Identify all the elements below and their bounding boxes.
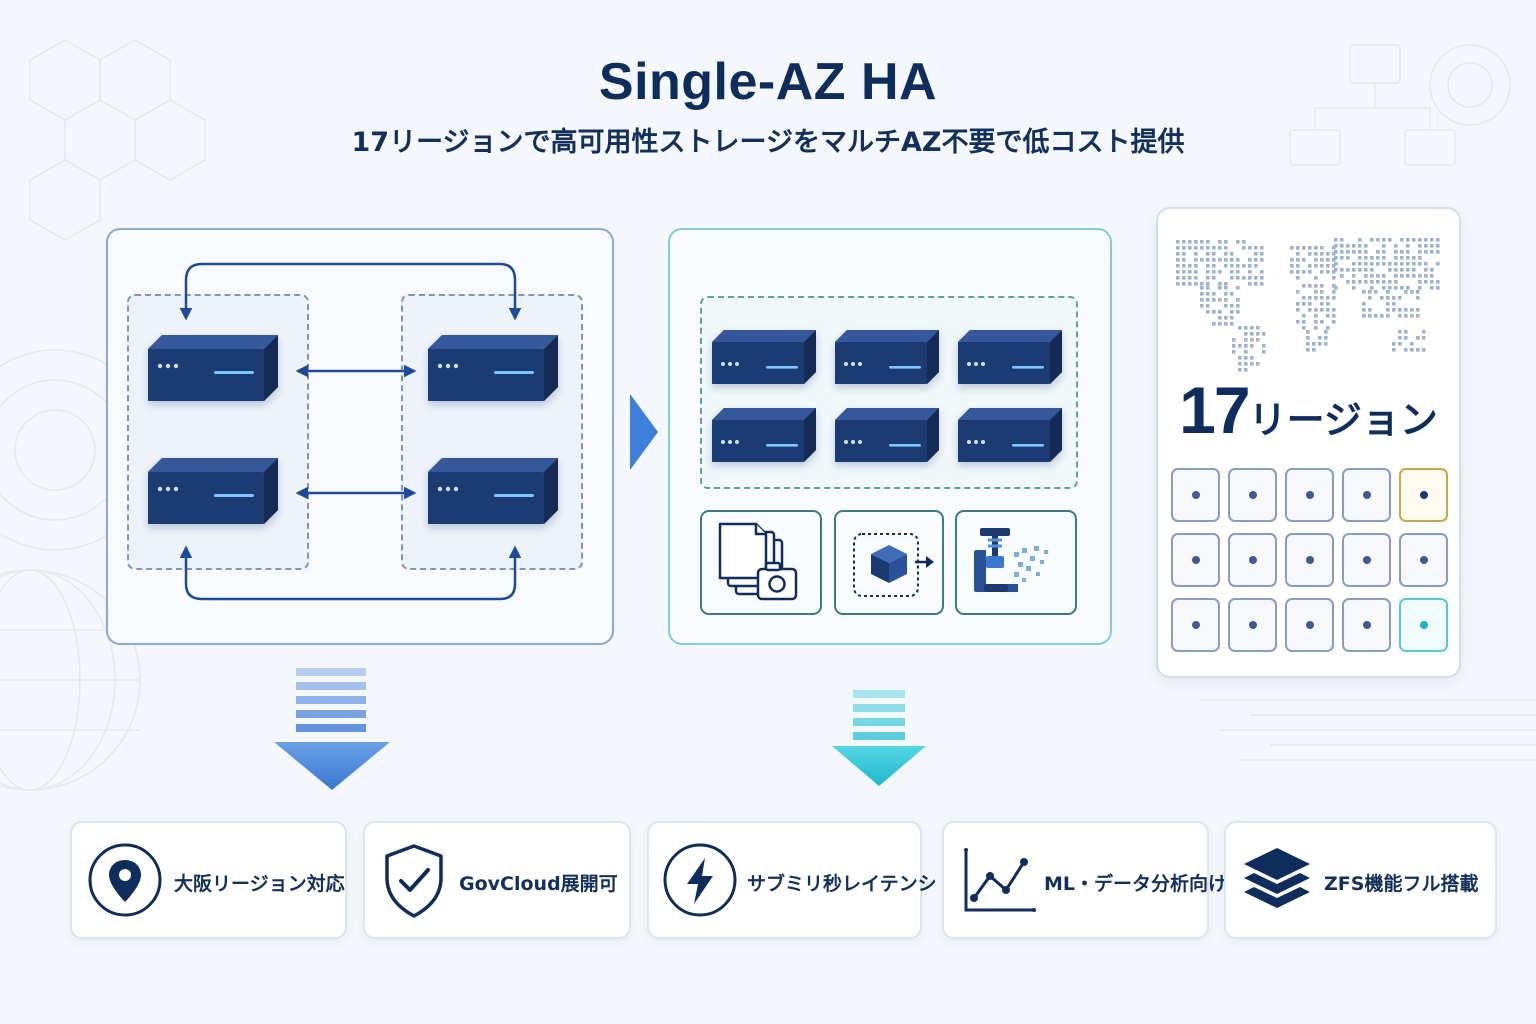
region-dot (1362, 621, 1371, 629)
region-dot (1362, 491, 1371, 499)
region-cell (1171, 598, 1220, 652)
region-dot (1305, 621, 1314, 629)
shield-check-icon (385, 844, 443, 918)
region-dot (1419, 556, 1428, 564)
feature-submillisecond-latency: サブミリ秒レイテンシ (647, 821, 937, 939)
region-count-heading: 17リージョン (1156, 372, 1461, 448)
down-arrow-blue (274, 668, 390, 790)
region-cell (1228, 533, 1277, 587)
feature-zfs-full: ZFS機能フル搭載 (1224, 821, 1497, 939)
region-dot (1248, 556, 1257, 564)
region-unit: リージョン (1248, 398, 1438, 442)
layers-icon (1244, 848, 1310, 908)
region-cell (1171, 468, 1220, 522)
region-cell (1228, 598, 1277, 652)
region-dot (1362, 556, 1371, 564)
world-map-icon (1176, 238, 1440, 372)
region-count: 17 (1179, 373, 1250, 447)
feature-label: サブミリ秒レイテンシ (747, 873, 937, 895)
replication-icon (853, 533, 934, 597)
feature-label: ML・データ分析向け (1044, 873, 1228, 895)
line-chart-icon (964, 848, 1036, 912)
ha-pair-panel (106, 228, 614, 645)
feature-govcloud: GovCloud展開可 (363, 821, 631, 939)
feature-label: 大阪リージョン対応 (174, 873, 345, 895)
compression-icon (974, 528, 1048, 592)
region-cell (1399, 533, 1448, 587)
flow-chevron-icon (630, 394, 658, 470)
region-cell (1285, 468, 1334, 522)
region-cell (1285, 598, 1334, 652)
feature-osaka-region: 大阪リージョン対応 (70, 821, 347, 939)
region-dot (1305, 556, 1314, 564)
feature-ml-analytics: ML・データ分析向け (942, 821, 1227, 939)
region-cell (1171, 533, 1220, 587)
region-dot (1305, 491, 1314, 499)
region-dot (1248, 491, 1257, 499)
feature-label: ZFS機能フル搭載 (1324, 873, 1479, 895)
feature-label: GovCloud展開可 (459, 873, 618, 895)
region-cell (1228, 468, 1277, 522)
server-secondary-top (428, 335, 558, 401)
page-title: Single-AZ HA (598, 53, 938, 111)
page-subtitle: 17リージョンで高可用性ストレージをマルチAZ不要で低コスト提供 (351, 127, 1185, 158)
region-dot (1419, 491, 1428, 499)
server-secondary-bottom (428, 458, 558, 524)
region-dot (1191, 491, 1200, 499)
location-pin-icon (88, 843, 162, 917)
region-cell (1399, 598, 1448, 652)
snapshot-icon (718, 522, 798, 601)
region-dot (1191, 621, 1200, 629)
region-cell (1342, 598, 1391, 652)
lightning-icon (663, 843, 737, 917)
server-primary-top (148, 335, 278, 401)
region-cell (1285, 533, 1334, 587)
region-cell (1399, 468, 1448, 522)
region-dot (1191, 556, 1200, 564)
region-dot (1248, 621, 1257, 629)
region-cell (1342, 468, 1391, 522)
region-cell (1342, 533, 1391, 587)
down-arrow-teal (832, 690, 926, 786)
server-primary-bottom (148, 458, 278, 524)
region-dot (1419, 621, 1428, 629)
